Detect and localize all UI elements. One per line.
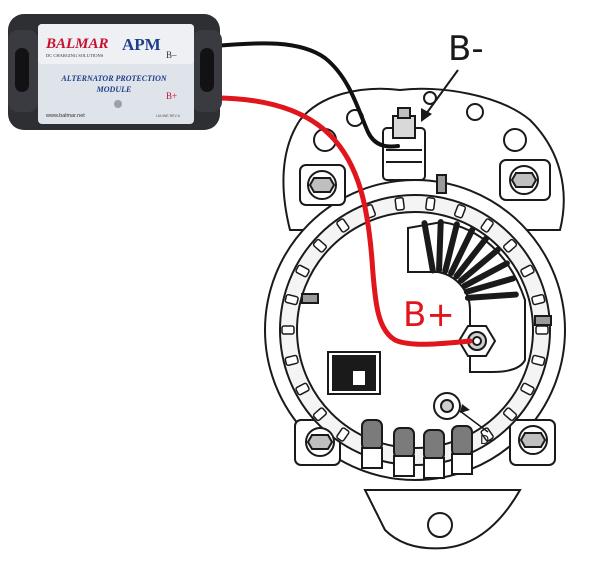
module-title-line2: MODULE (96, 85, 132, 94)
ground-stud-marking: D- (480, 433, 494, 447)
module-website: www.balmar.net (45, 113, 85, 119)
face-tab-right (534, 315, 552, 326)
vent-slot (394, 196, 405, 211)
vent-slot (336, 218, 350, 233)
rectifier-fin (442, 221, 460, 274)
bolt-bottom-left (305, 427, 335, 457)
b-minus-pointer (421, 69, 459, 122)
rectifier-fin (421, 220, 436, 274)
diode-block (361, 419, 383, 469)
vent-slot (502, 238, 518, 253)
diode-block (423, 429, 445, 479)
foot-mount-hole (427, 512, 453, 538)
top-ear-hole-right (503, 128, 527, 152)
vent-slot (312, 407, 328, 422)
bolt-top-right (509, 165, 539, 195)
vent-slot (480, 218, 494, 233)
vent-slot (453, 204, 467, 219)
vent-slot (295, 264, 310, 278)
top-ear-hole-mid-right (466, 103, 484, 121)
module-brand-tagline: DC CHARGING SOLUTIONS (46, 53, 104, 58)
apm-module: BALMAR DC CHARGING SOLUTIONS APM B– ALTE… (8, 14, 222, 130)
rectifier-fin (461, 260, 510, 289)
vent-slot (520, 264, 535, 278)
rectifier-fin (436, 219, 444, 274)
diode-block (393, 427, 415, 477)
vent-slot (336, 427, 350, 442)
module-pos-terminal: B+ (166, 91, 177, 101)
vent-slot (284, 354, 299, 367)
rectifier-fin (463, 275, 516, 295)
vent-slot (312, 238, 328, 253)
vent-slot (425, 196, 436, 211)
vent-slot (281, 325, 295, 335)
top-ear-hole-center (423, 91, 437, 105)
negative-wire (212, 41, 400, 149)
field-plug-connector (327, 351, 381, 395)
module-led (114, 100, 122, 108)
vent-slot (531, 293, 546, 306)
rectifier-fins (421, 219, 519, 301)
vent-slot (295, 382, 310, 396)
face-tab-left (301, 293, 319, 304)
vent-slot (284, 293, 299, 306)
ground-stud (433, 392, 489, 433)
vent-slot (502, 407, 518, 422)
module-label-header (38, 24, 194, 64)
rectifier-fin (457, 246, 501, 284)
b-plus-label: B+ (403, 295, 455, 335)
diode-block (451, 425, 473, 475)
positive-wire (211, 95, 473, 347)
module-part-code: LM-IWE REV A (156, 114, 181, 118)
bolt-top-left (307, 170, 337, 200)
module-brand: BALMAR (45, 36, 109, 52)
module-neg-terminal: B– (166, 50, 177, 60)
module-model: APM (122, 35, 161, 54)
b-minus-label: B- (448, 29, 484, 69)
module-slot-left (15, 48, 29, 92)
vent-slot (531, 354, 546, 367)
diode-blocks (361, 419, 473, 479)
bolt-bottom-right (518, 425, 548, 455)
module-title-line1: ALTERNATOR PROTECTION (60, 74, 168, 83)
rectifier-fin (453, 235, 490, 280)
face-tab-top (436, 174, 447, 194)
vent-slot (520, 382, 535, 396)
b-minus-terminal (382, 107, 426, 181)
rectifier-fin (448, 226, 476, 277)
module-slot-right (200, 48, 214, 92)
rectifier-fin (464, 291, 519, 301)
vent-slot (535, 325, 549, 335)
